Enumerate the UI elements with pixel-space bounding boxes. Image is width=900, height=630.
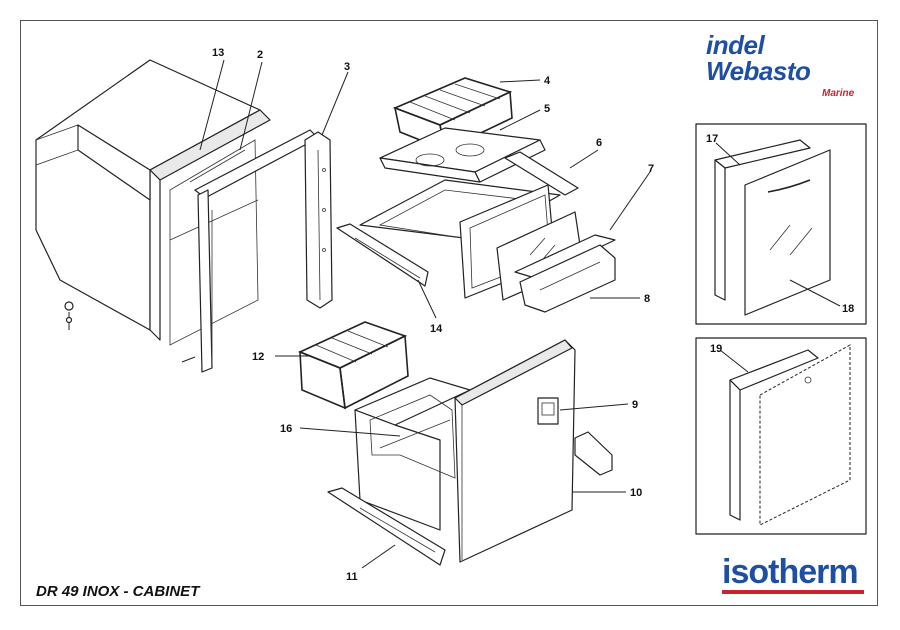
door-frame [194,129,319,373]
callout-18: 18 [842,303,854,315]
callout-4: 4 [544,75,551,87]
upper-tray [379,127,546,183]
callout-12: 12 [252,351,264,363]
side-rail [304,131,333,309]
diagram-title: DR 49 INOX - CABINET [36,583,200,600]
isotherm-logo-bar [722,590,864,594]
screw-set [64,301,196,363]
indel-logo-text: indel [706,30,765,60]
lower-right-rail [574,431,613,476]
callout-3: 3 [344,61,350,73]
webasto-logo-text: Webasto [706,56,811,86]
callout-13: 13 [212,47,224,59]
upper-wire-basket [392,77,513,152]
isotherm-logo-text: isotherm [722,553,859,591]
slide-rail-upper [336,223,429,287]
inset-upper-door [714,139,831,316]
callout-labels: 13 2 3 4 5 6 7 8 9 10 11 12 14 16 17 18 … [212,47,854,583]
leader-lines [199,59,841,569]
callout-10: 10 [630,487,642,499]
lower-slide-rail [327,487,446,566]
door-shelf [514,234,616,313]
lower-door-panel [454,339,576,563]
diagram-frame [20,20,878,606]
callout-7: 7 [648,163,654,175]
callout-2: 2 [257,49,263,61]
lower-wire-basket [297,321,409,410]
lower-drawer-box [354,377,471,531]
callout-9: 9 [632,399,638,411]
callout-19: 19 [710,343,722,355]
callout-5: 5 [544,103,550,115]
door-handle-latch [537,397,559,425]
marine-logo-text: Marine [822,88,855,99]
cabinet-body [35,59,271,346]
callout-16: 16 [280,423,292,435]
callout-6: 6 [596,137,602,149]
callout-8: 8 [644,293,650,305]
callout-11: 11 [346,571,358,583]
inset-lower-door [729,344,851,526]
upper-side-bracket [504,151,579,196]
callout-14: 14 [430,323,443,335]
callout-17: 17 [706,133,718,145]
